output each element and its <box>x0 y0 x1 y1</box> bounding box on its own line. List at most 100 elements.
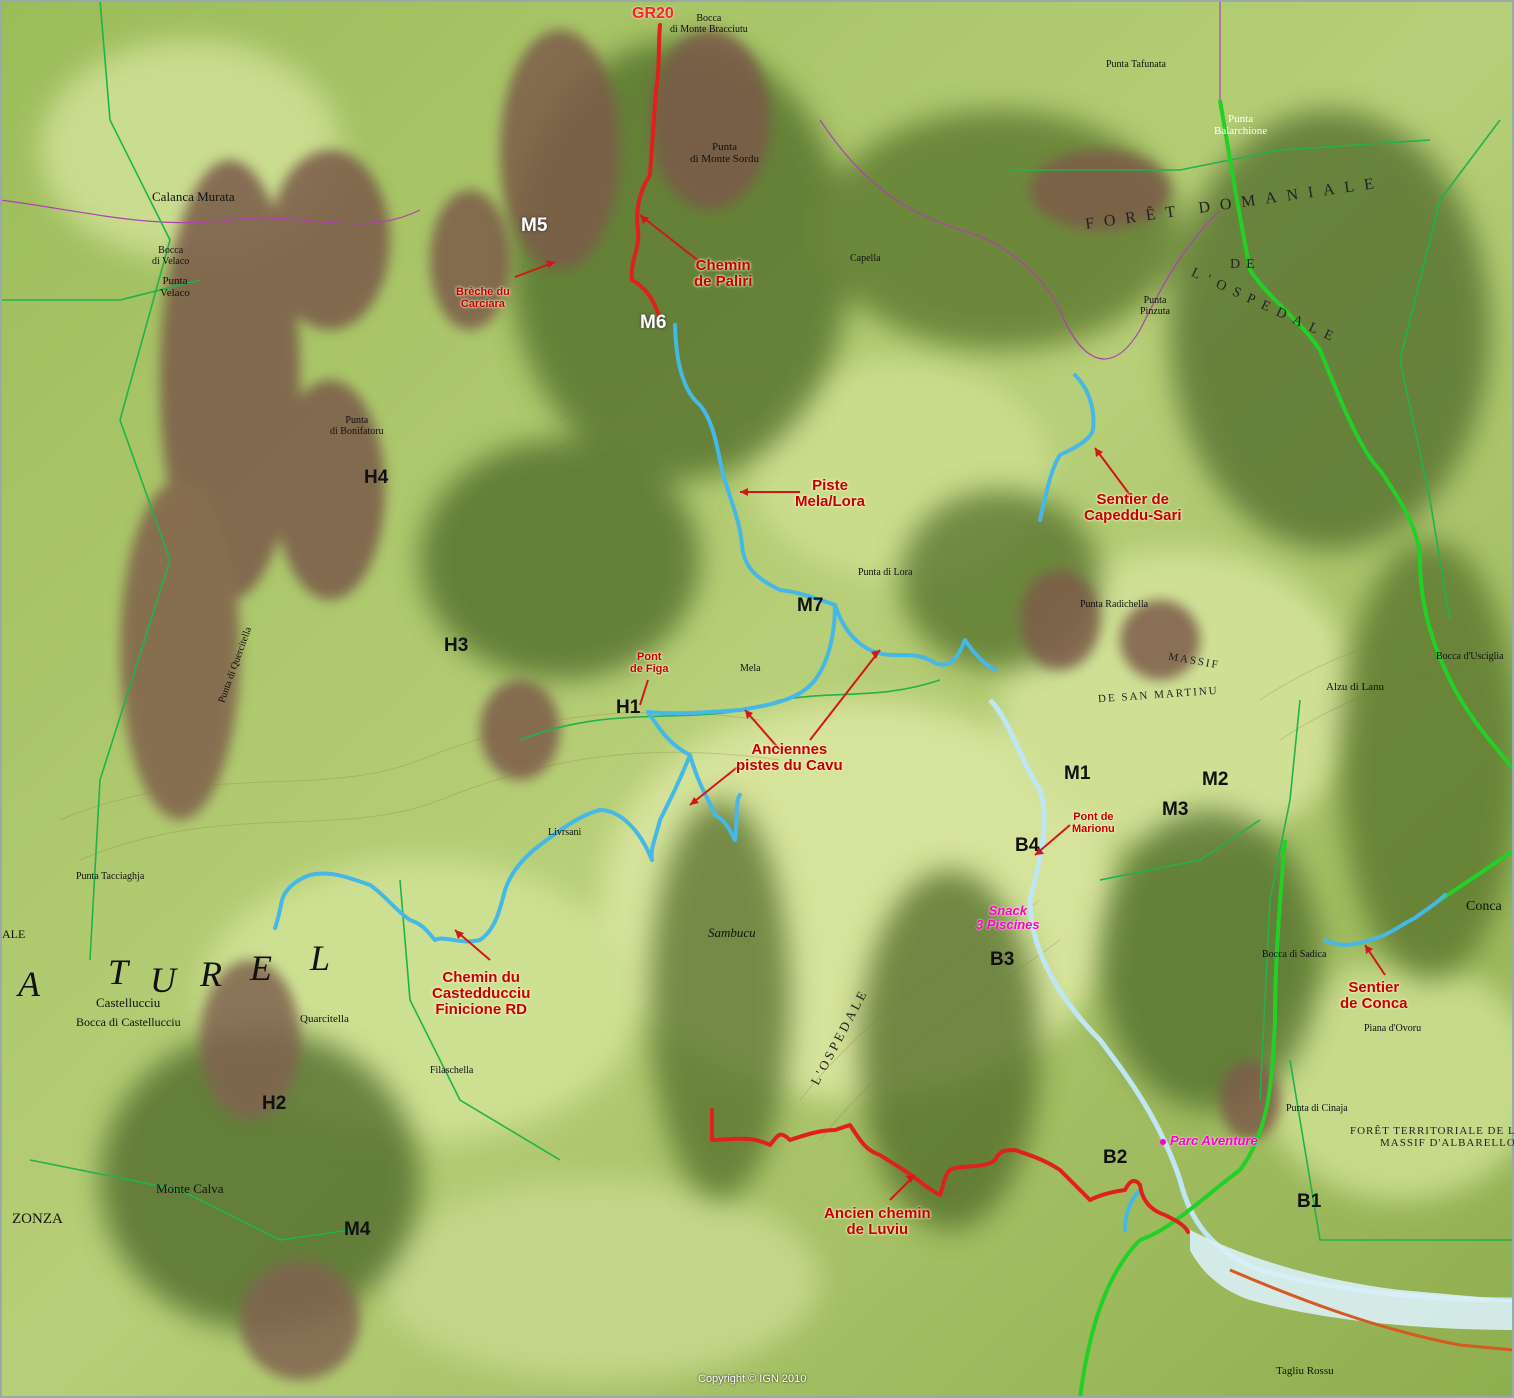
chemin-castedducciu-line2: Castedducciu <box>432 984 531 1002</box>
waypoint-m6: M6 <box>640 312 667 333</box>
place-calanca-murata: Calanca Murata <box>152 189 235 204</box>
blue-trails <box>273 323 1447 1232</box>
road <box>1229 1268 1514 1352</box>
bocca-bracciutu-line1: Bocca <box>696 13 722 24</box>
snack-line2: 3 Piscines <box>976 916 1040 932</box>
bocca-velaco-line2: di Velaco <box>152 255 190 267</box>
ancien-luviu-line2: de Luviu <box>846 1220 909 1238</box>
sentier-capeddu-label: Sentier de Capeddu-Sari <box>1084 492 1182 524</box>
place-bocca-velaco: Bocca di Velaco <box>152 245 190 267</box>
pont-marionu-line2: Marionu <box>1072 822 1115 835</box>
waypoint-m4: M4 <box>344 1219 371 1240</box>
anciennes-pistes-line2: pistes du Cavu <box>736 756 843 774</box>
piste-mela-line2: Mela/Lora <box>795 492 866 510</box>
chemin-castedducciu-line1: Chemin du <box>442 969 520 986</box>
green-trail <box>1078 99 1514 1398</box>
waypoint-h4: H4 <box>364 467 389 488</box>
place-monte-calva: Monte Calva <box>156 1181 224 1196</box>
place-castellucciu: Castellucciu <box>96 995 161 1010</box>
place-punta-cinaja: Punta di Cinaja <box>1286 1103 1348 1114</box>
place-punta-monte-sordu: Punta di Monte Sordu <box>690 141 760 165</box>
bocca-velaco-line1: Bocca <box>158 245 184 256</box>
punta-velaco-line2: Velaco <box>160 286 190 299</box>
region-aturel-l: L <box>310 938 333 978</box>
foret-territoriale-line1: FORÊT TERRITORIALE DE L' <box>1350 1125 1514 1137</box>
punta-bonifatoru-line2: di Bonifatoru <box>330 425 384 437</box>
piste-mela-label: Piste Mela/Lora <box>795 478 865 510</box>
place-punta-lora: Punta di Lora <box>858 567 913 578</box>
punta-sordu-line2: di Monte Sordu <box>690 152 760 165</box>
region-de: DE <box>1230 257 1261 272</box>
region-aturel-e: E <box>250 948 274 988</box>
waypoint-m3: M3 <box>1162 799 1189 820</box>
parc-aventure-label: Parc Aventure <box>1160 1134 1258 1148</box>
chemin-castedducciu-line3: Finicione RD <box>435 1000 528 1018</box>
punta-bonifatoru-line1: Punta <box>345 415 369 426</box>
anciennes-pistes-line1: Anciennes <box>751 741 828 758</box>
chemin-paliri-label: Chemin de Paliri <box>694 258 752 290</box>
punta-balarchione-line2: Balarchione <box>1214 124 1268 137</box>
chemin-castedducciu-label: Chemin du Castedducciu Finicione RD <box>432 970 530 1017</box>
place-punta-radichella: Punta Radichella <box>1080 599 1149 610</box>
bocca-bracciutu-line2: di Monte Bracciutu <box>670 23 748 35</box>
place-bocca-sadica: Bocca di Sadica <box>1262 949 1327 960</box>
chemin-paliri-line2: de Paliri <box>694 272 753 290</box>
pont-figa-label: Pont de Figa <box>630 651 669 675</box>
pont-figa-line2: de Figa <box>630 662 669 675</box>
snack-label: Snack 3 Piscines <box>976 904 1040 931</box>
place-punta-tacciaghja: Punta Tacciaghja <box>76 871 145 882</box>
waypoint-b1: B1 <box>1297 1191 1322 1212</box>
copyright-label: Copyright © IGN 2010 <box>698 1373 807 1385</box>
punta-sordu-line1: Punta <box>712 141 738 153</box>
pont-marionu-label: Pont de Marionu <box>1072 811 1115 835</box>
place-alzu-lanu: Alzu di Lanu <box>1326 681 1385 693</box>
shaded-ridges <box>100 40 1514 1330</box>
waypoint-b2: B2 <box>1103 1147 1128 1168</box>
waypoint-m1: M1 <box>1064 763 1091 784</box>
place-punta-bonifatoru: Punta di Bonifatoru <box>330 415 384 437</box>
region-aturel-r: R <box>200 954 224 994</box>
sentier-conca-line1: Sentier <box>1348 979 1400 996</box>
admin-boundaries <box>0 0 1221 360</box>
place-mela: Mela <box>740 663 761 674</box>
chemin-paliri-line1: Chemin <box>695 257 751 274</box>
punta-pinzuta-line2: Pinzuta <box>1140 305 1170 317</box>
piste-mela-line1: Piste <box>812 477 848 494</box>
place-punta-velaco: Punta Velaco <box>160 275 190 299</box>
foret-territoriale-line2: MASSIF D'ALBARELLO <box>1380 1136 1514 1149</box>
place-punta-pinzuta: Punta Pinzuta <box>1140 295 1170 317</box>
place-punta-tafunata: Punta Tafunata <box>1106 59 1166 70</box>
punta-balarchione-line1: Punta <box>1228 113 1254 125</box>
ancien-luviu-line1: Ancien chemin <box>824 1205 931 1222</box>
waypoint-h3: H3 <box>444 635 469 656</box>
breche-line1: Brèche du <box>456 286 510 298</box>
sentier-capeddu-line1: Sentier de <box>1096 491 1170 508</box>
breche-line2: Carciara <box>460 297 505 310</box>
place-sambucu: Sambucu <box>708 925 756 940</box>
snack-line1: Snack <box>988 903 1027 918</box>
sentier-capeddu-line2: Capeddu-Sari <box>1084 506 1182 524</box>
place-bocca-bracciutu: Bocca di Monte Bracciutu <box>670 13 748 35</box>
waypoint-h1: H1 <box>616 697 641 718</box>
place-tagliu-rossu: Tagliu Rossu <box>1276 1365 1334 1377</box>
place-piana-ovoru: Piana d'Ovoru <box>1364 1023 1422 1034</box>
waypoint-h2: H2 <box>262 1093 287 1114</box>
arrow-heads <box>455 215 1373 1183</box>
region-aturel-t: T <box>108 952 131 992</box>
ancien-luviu-label: Ancien chemin de Luviu <box>824 1206 931 1238</box>
place-bocca-castellucciu: Bocca di Castellucciu <box>76 1015 181 1029</box>
punta-pinzuta-line1: Punta <box>1143 295 1167 306</box>
waypoint-m2: M2 <box>1202 769 1229 790</box>
region-aturel-u: U <box>150 960 178 1000</box>
place-quarcitella: Quarcitella <box>300 1013 349 1025</box>
place-conca: Conca <box>1466 899 1502 914</box>
waypoint-m5: M5 <box>521 215 548 236</box>
sentier-conca-label: Sentier de Conca <box>1340 980 1408 1012</box>
pont-marionu-line1: Pont de <box>1073 811 1114 823</box>
place-livrsani: Livrsani <box>548 827 582 838</box>
punta-velaco-line1: Punta <box>162 275 188 287</box>
lake <box>1190 1230 1514 1330</box>
